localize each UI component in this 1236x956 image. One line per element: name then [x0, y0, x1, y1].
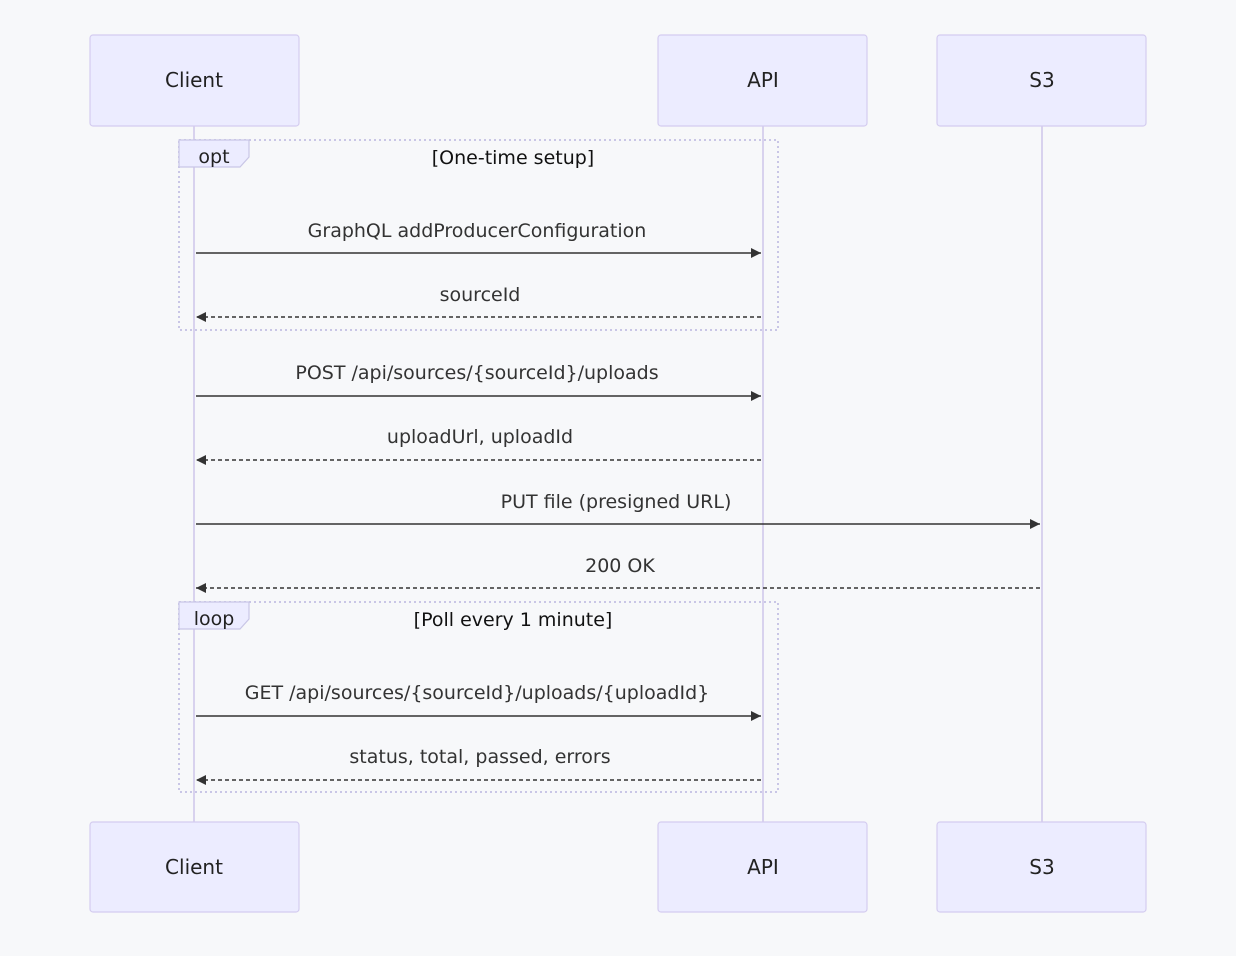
fragment-loop: loop [Poll every 1 minute] — [178, 601, 779, 793]
fragment-loop-condition: [Poll every 1 minute] — [414, 609, 613, 631]
message-1: sourceId — [196, 284, 761, 322]
message-2: POST /api/sources/{sourceId}/uploads — [196, 362, 761, 401]
actor-api-top: API — [657, 34, 868, 127]
message-label: GraphQL addProducerConfiguration — [308, 220, 647, 242]
message-0: GraphQL addProducerConfiguration — [196, 220, 761, 258]
fragment-opt-condition: [One-time setup] — [432, 147, 594, 169]
fragment-opt: opt [One-time setup] — [178, 139, 779, 331]
message-label: status, total, passed, errors — [349, 746, 610, 768]
message-label: PUT file (presigned URL) — [501, 491, 732, 513]
fragment-opt-kind: opt — [198, 146, 229, 168]
message-7: status, total, passed, errors — [196, 746, 761, 785]
actor-label: S3 — [1029, 68, 1054, 92]
actor-label: API — [747, 855, 779, 879]
actor-api-bottom: API — [657, 821, 868, 913]
message-3: uploadUrl, uploadId — [196, 426, 761, 465]
actor-label: API — [747, 68, 779, 92]
actor-label: Client — [165, 855, 223, 879]
message-label: sourceId — [440, 284, 521, 306]
message-label: uploadUrl, uploadId — [387, 426, 573, 448]
actor-client-top: Client — [89, 34, 300, 127]
actor-client-bottom: Client — [89, 821, 300, 913]
actor-label: S3 — [1029, 855, 1054, 879]
message-5: 200 OK — [196, 555, 1040, 593]
message-6: GET /api/sources/{sourceId}/uploads/{upl… — [196, 682, 761, 721]
fragment-loop-kind: loop — [194, 608, 235, 630]
actor-label: Client — [165, 68, 223, 92]
message-label: 200 OK — [585, 555, 655, 577]
actor-s3-bottom: S3 — [936, 821, 1147, 913]
actor-s3-top: S3 — [936, 34, 1147, 127]
message-4: PUT file (presigned URL) — [196, 491, 1040, 529]
message-label: GET /api/sources/{sourceId}/uploads/{upl… — [245, 682, 709, 704]
message-label: POST /api/sources/{sourceId}/uploads — [295, 362, 658, 384]
